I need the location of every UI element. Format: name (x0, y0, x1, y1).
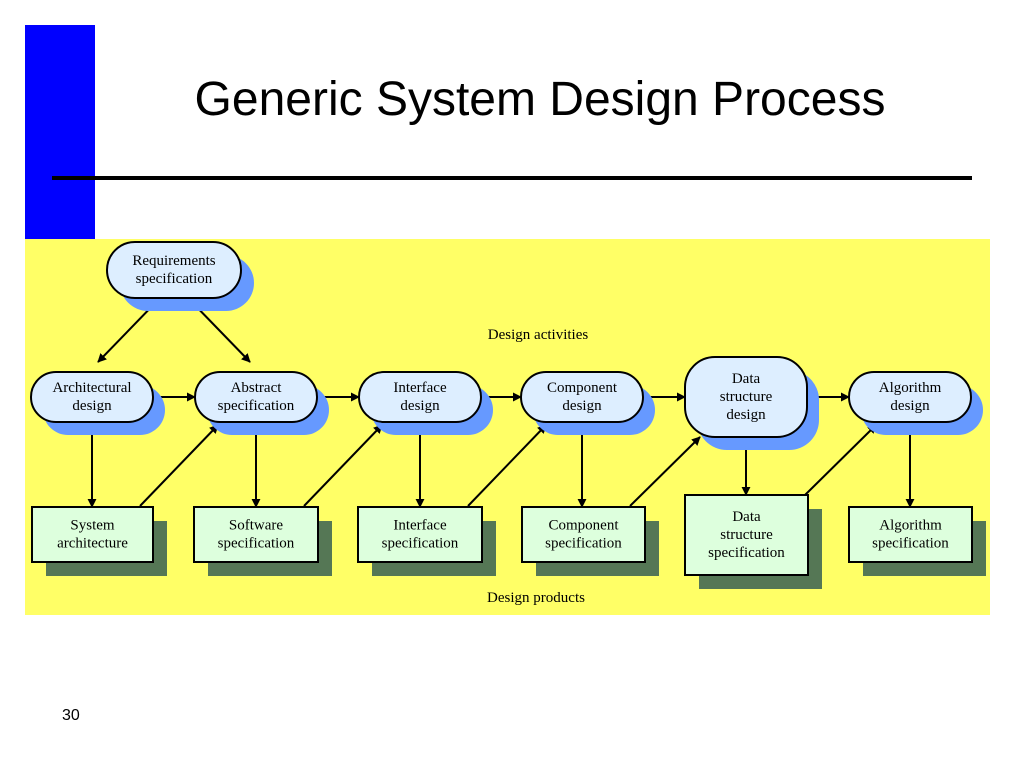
requirements-label-line: specification (136, 271, 213, 287)
design-activities-label: Design activities (488, 327, 589, 343)
system-architecture-label-line: architecture (57, 536, 128, 552)
data-structure-design-label-line: design (726, 407, 766, 423)
data-structure-design-node: Data structure design (684, 356, 819, 450)
data-structure-specification-node: Data structure specification (684, 494, 822, 589)
component-specification-label-line: Component (549, 518, 620, 534)
interface-specification-node: Interface specification (357, 506, 496, 576)
algorithm-design-label-line: Algorithm (879, 380, 942, 396)
interface-specification-label-line: Interface (393, 518, 447, 534)
arrow-product-to-activity-2 (303, 424, 383, 507)
system-architecture-node: System architecture (31, 506, 167, 576)
abstract-specification-node: Abstract specification (194, 371, 329, 435)
system-architecture-label-line: System (70, 518, 115, 534)
slide-number: 30 (62, 707, 80, 724)
interface-design-label-line: design (400, 398, 440, 414)
interface-design-label-line: Interface (393, 380, 447, 396)
data-structure-design-label-line: Data (732, 371, 761, 387)
architectural-design-label-line: Architectural (52, 380, 131, 396)
software-specification-label-line: Software (229, 518, 283, 534)
data-structure-design-label-line: structure (720, 389, 773, 405)
component-design-label-line: design (562, 398, 602, 414)
requirements-specification-node: Requirements specification (106, 241, 254, 311)
requirements-label-line: Requirements (132, 253, 215, 269)
arrow-product-to-activity-4 (629, 436, 701, 507)
algorithm-design-node: Algorithm design (848, 371, 983, 435)
design-products-label: Design products (487, 590, 585, 606)
component-design-label-line: Component (547, 380, 618, 396)
data-structure-specification-label-line: Data (732, 509, 761, 525)
architectural-design-label-line: design (72, 398, 112, 414)
component-specification-label-line: specification (545, 536, 622, 552)
algorithm-specification-label-line: specification (872, 536, 949, 552)
title-underline (52, 176, 972, 180)
interface-specification-label-line: specification (382, 536, 459, 552)
accent-bar (25, 25, 95, 240)
data-structure-specification-label-line: specification (708, 545, 785, 561)
arrow-product-to-activity-3 (467, 424, 547, 507)
abstract-specification-label-line: specification (218, 398, 295, 414)
algorithm-design-label-line: design (890, 398, 930, 414)
arrow-product-to-activity-1 (139, 424, 219, 507)
algorithm-specification-node: Algorithm specification (848, 506, 986, 576)
arrow-product-to-activity-5 (804, 424, 877, 496)
component-specification-node: Component specification (521, 506, 659, 576)
abstract-specification-label-line: Abstract (231, 380, 283, 396)
architectural-design-node: Architectural design (30, 371, 165, 435)
component-design-node: Component design (520, 371, 655, 435)
slide-title: Generic System Design Process (194, 73, 886, 126)
data-structure-specification-label-line: structure (720, 527, 773, 543)
interface-design-node: Interface design (358, 371, 493, 435)
software-specification-node: Software specification (193, 506, 332, 576)
software-specification-label-line: specification (218, 536, 295, 552)
algorithm-specification-label-line: Algorithm (879, 518, 942, 534)
